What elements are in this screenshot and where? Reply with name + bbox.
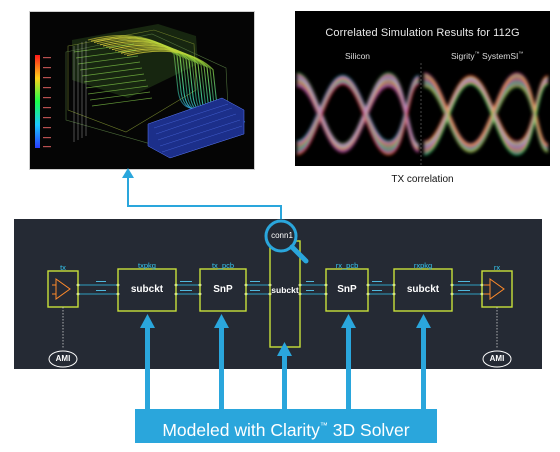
sigrity-label-suffix: SystemSI xyxy=(479,51,519,61)
pcb-3d-render xyxy=(35,24,246,159)
tx-pcb-text: SnP xyxy=(213,284,233,295)
pcb-trace xyxy=(87,85,149,95)
ami-right-text: AMI xyxy=(489,354,505,363)
rx-label: rx xyxy=(493,263,501,272)
txpkg-text: subckt xyxy=(130,284,164,295)
banner-prefix: Modeled with Clarity xyxy=(162,420,320,440)
eye-chart-title: Correlated Simulation Results for 112G xyxy=(325,27,520,39)
rx-pcb-label: rx_pcb xyxy=(335,261,359,270)
ami-right-oval[interactable] xyxy=(482,350,512,368)
clarity-banner: Modeled with Clarity™ 3D Solver xyxy=(135,409,437,443)
sigrity-label-prefix: Sigrity xyxy=(451,51,475,61)
rx-receiver-icon xyxy=(484,278,505,300)
banner-suffix: 3D Solver xyxy=(327,420,410,440)
signal-wires xyxy=(78,284,482,295)
eye-trace xyxy=(296,83,420,156)
up-arrow-head xyxy=(122,168,134,178)
silicon-label: Silicon xyxy=(345,51,371,61)
txpkg-block[interactable] xyxy=(117,268,177,312)
pcb-trace xyxy=(83,73,145,83)
pcb-trace xyxy=(79,61,141,71)
txpkg-label: txpkg xyxy=(138,261,156,270)
pcb-trace xyxy=(81,67,143,77)
pcb-trace xyxy=(89,91,151,101)
pin-labels xyxy=(96,281,470,291)
connector-block xyxy=(147,97,245,159)
via-pins xyxy=(73,41,87,142)
eye-trace xyxy=(423,83,549,156)
rx-pcb-text: SnP xyxy=(337,284,357,295)
conn1-text: subckt xyxy=(271,285,299,295)
rxpkg-text: subckt xyxy=(406,284,440,295)
tx-driver-icon xyxy=(52,278,71,300)
ami-left-oval[interactable] xyxy=(48,350,78,368)
tx-pcb-label: tx_pcb xyxy=(211,261,235,270)
magnifier-icon xyxy=(264,219,309,264)
ami-left-text: AMI xyxy=(55,354,71,363)
color-scale-ticks xyxy=(43,57,51,148)
sigrity-label: Sigrity™ SystemSI™ xyxy=(451,51,523,61)
pcb-trace xyxy=(91,97,153,107)
up-arrow-line xyxy=(127,176,282,220)
eye-trace xyxy=(423,73,549,146)
silicon-eye xyxy=(296,72,420,156)
rxpkg-block[interactable] xyxy=(393,268,453,312)
pcb-3d-field-view xyxy=(29,11,255,170)
eye-trace xyxy=(296,73,420,146)
color-scale-bar xyxy=(35,55,40,148)
tx-pcb-block[interactable] xyxy=(199,268,247,312)
pcb-trace xyxy=(77,55,139,65)
eye-diagram-plot xyxy=(296,63,549,166)
conn1-label: conn1 xyxy=(271,231,293,240)
sigrity-label-tm2: ™ xyxy=(518,51,524,57)
sigrity-label-tm: ™ xyxy=(474,51,480,57)
tx-correlation-caption: TX correlation xyxy=(391,174,454,185)
sigrity-eye xyxy=(423,72,549,156)
banner-tm: ™ xyxy=(319,421,328,430)
rx-pcb-block[interactable] xyxy=(325,268,369,312)
pcb-trace xyxy=(73,43,135,53)
tx-label: tx xyxy=(60,263,66,272)
eye-diagram-panel: Correlated Simulation Results for 112G S… xyxy=(295,11,550,166)
arrow-shafts xyxy=(145,325,426,410)
pcb-trace xyxy=(85,79,147,89)
pcb-traces xyxy=(73,35,246,125)
connector-pins xyxy=(153,103,243,153)
rxpkg-label: rxpkg xyxy=(413,261,433,270)
arrow-heads xyxy=(140,314,431,356)
